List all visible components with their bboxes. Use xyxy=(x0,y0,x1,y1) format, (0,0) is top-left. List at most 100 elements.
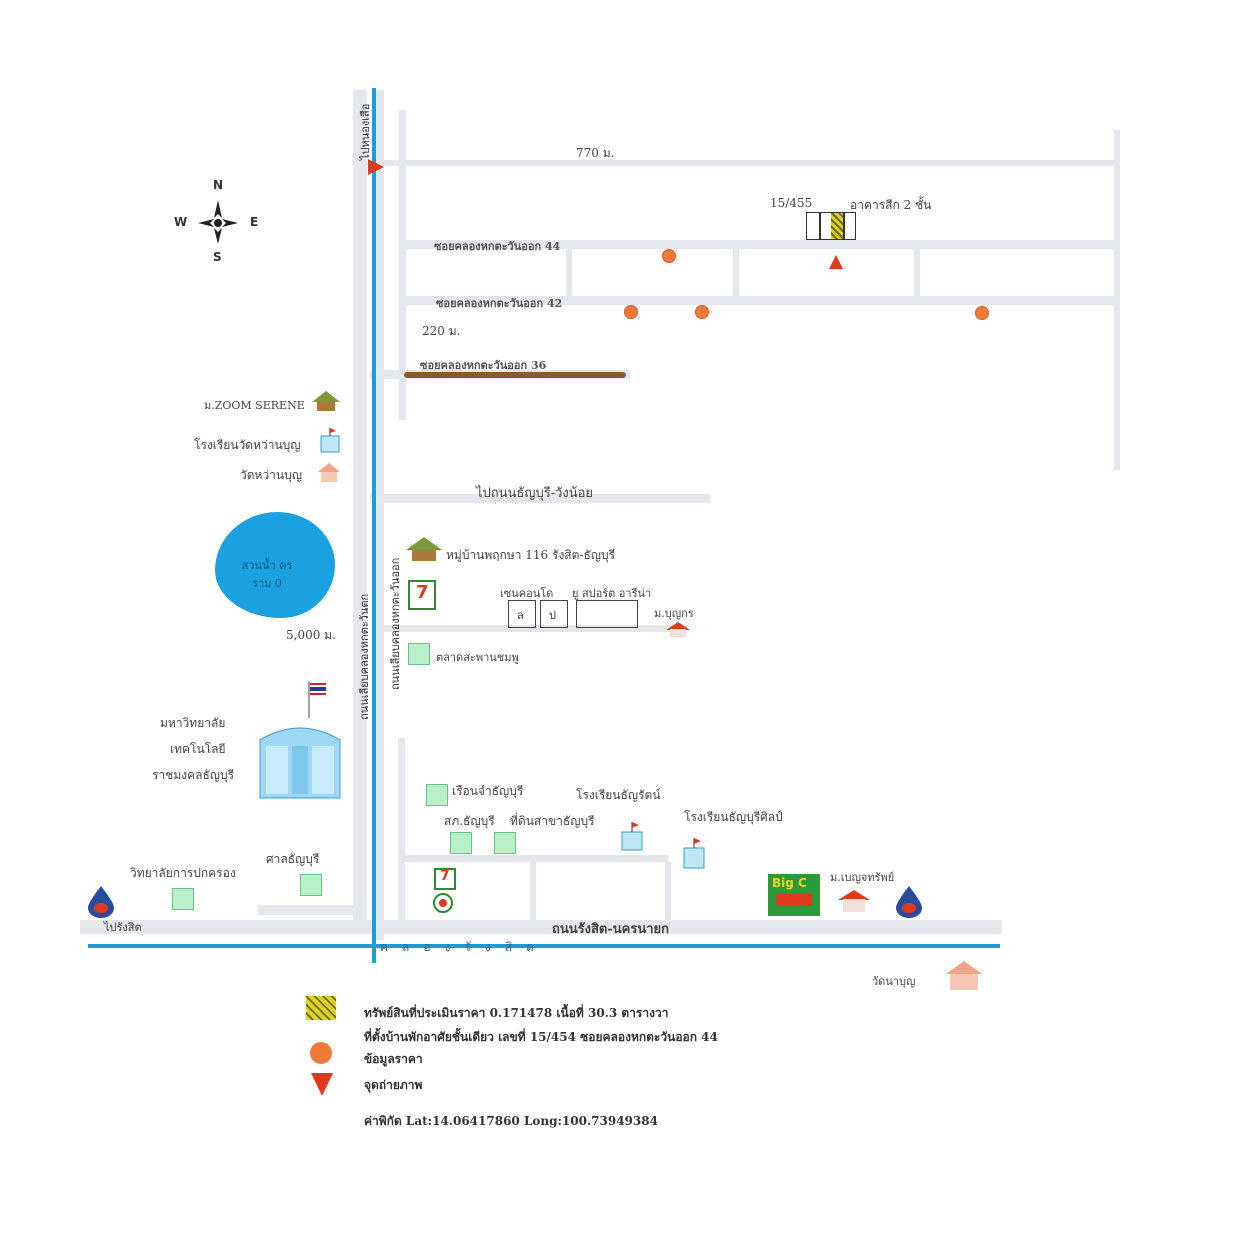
price-point-2 xyxy=(624,305,638,319)
distance-5000: 5,000 ม. xyxy=(286,628,336,642)
inner-road-3 xyxy=(530,862,536,922)
sport-arena-box xyxy=(576,600,638,628)
police-icon xyxy=(450,832,472,854)
thai-flag-icon xyxy=(308,682,326,718)
university-building-icon xyxy=(259,727,341,799)
to-thanyaburi-label: ไปถนนธัญบุรี-วังน้อย xyxy=(476,486,594,501)
compass-w: W xyxy=(174,215,188,229)
canal-road-west xyxy=(353,90,367,920)
school-thanyarat-icon xyxy=(621,822,643,851)
seven-eleven-label-south: 7 xyxy=(440,868,450,884)
wat-naboon-icon xyxy=(946,961,982,990)
bank-icon xyxy=(433,893,453,913)
court-label: ศาลธัญบุรี xyxy=(266,852,320,866)
soi-42-label: ซอยคลองหกตะวันออก 42 xyxy=(436,297,563,310)
compass-s: S xyxy=(213,250,222,264)
soi-link-2 xyxy=(733,249,739,296)
property-number: 15/455 xyxy=(770,196,813,210)
village-label: หมู่บ้านพฤกษา 116 รังสิต-ธัญบุรี xyxy=(446,548,616,562)
university-line-3: ราชมงคลธัญบุรี xyxy=(152,768,235,782)
seven-eleven-icon-south: 7 xyxy=(434,868,456,890)
market-icon xyxy=(408,643,430,665)
ptt-station-icon-east xyxy=(896,886,922,918)
compass-rose-icon xyxy=(198,200,238,244)
to-rangsit-label: ไปรังสิต xyxy=(104,921,142,934)
village-house-icon xyxy=(406,537,442,561)
khlong-hok-canal xyxy=(372,88,376,963)
inner-road-2 xyxy=(398,855,668,862)
photo-point-icon xyxy=(829,255,843,269)
school-thanyaburi-icon xyxy=(683,838,705,869)
bigc-label: Big C xyxy=(772,876,807,890)
khlong-rangsit-canal xyxy=(88,944,1000,948)
legend-line-3: ข้อมูลราคา xyxy=(364,1052,423,1066)
wat-label: วัดหว่านบุญ xyxy=(240,468,302,482)
wat-naboon-label: วัดนาบุญ xyxy=(872,975,916,988)
sk-label: สภ.ธัญบุรี xyxy=(444,814,495,828)
property-hatch-icon xyxy=(831,213,843,239)
benjasap-house-icon xyxy=(838,890,870,912)
compass-n: N xyxy=(213,178,224,192)
court-icon xyxy=(300,874,322,896)
cond-building-b: ป xyxy=(540,600,568,628)
soi-36-highlight xyxy=(404,372,626,378)
legend-price-dot-icon xyxy=(310,1042,332,1064)
thanyaburi-road xyxy=(370,494,710,503)
prison-icon xyxy=(426,784,448,806)
distance-770: 770 ม. xyxy=(576,146,615,160)
compass: N S W E xyxy=(170,178,266,268)
legend-hatch-icon xyxy=(306,996,336,1020)
cond-label: เซนคอนโด xyxy=(500,587,554,600)
distance-220: 220 ม. xyxy=(422,324,461,338)
seven-eleven-icon-north: 7 xyxy=(408,580,436,610)
prison-label: เรือนจำธัญบุรี xyxy=(452,784,524,798)
legend-line-2: ที่ตั้งบ้านพักอาศัยชั้นเดียว เลขที่ 15/4… xyxy=(364,1030,718,1044)
boonyakorn-label: ม.บุญกร xyxy=(654,607,694,620)
cond-building-a: ล xyxy=(508,600,536,628)
compass-e: E xyxy=(250,215,259,229)
canal-road-east xyxy=(376,90,384,940)
land-office-icon xyxy=(494,832,516,854)
university-line-2: เทคโนโลยี xyxy=(170,742,226,756)
east-vertical-road xyxy=(399,110,406,420)
lake xyxy=(215,512,335,618)
price-point-4 xyxy=(975,306,989,320)
connector-road xyxy=(258,905,358,915)
school-icon xyxy=(320,428,340,453)
market-label: ตลาดสะพานชมพู xyxy=(436,651,519,664)
soi-44-label: ซอยคลองหกตะวันออก 44 xyxy=(434,240,561,253)
to-nong-suea-label: ไปหนองเสือ xyxy=(359,103,372,160)
property-building-type: อาคารสีก 2 ชั้น xyxy=(850,198,932,212)
price-point-3 xyxy=(695,305,709,319)
benjasap-label: ม.เบญจทรัพย์ xyxy=(830,871,895,884)
soi-36-label: ซอยคลองหกตะวันออก 36 xyxy=(420,359,547,372)
flag-marker-icon xyxy=(368,159,384,175)
school-wat-label: โรงเรียนวัดหว่านบุญ xyxy=(194,438,301,452)
soi-42-road xyxy=(400,296,1120,305)
right-vertical-road xyxy=(1114,130,1120,470)
property-plot xyxy=(806,212,856,240)
inner-road-1 xyxy=(398,738,405,928)
school-thanyaburi-label: โรงเรียนธัญบุรีศิลป์ xyxy=(684,810,783,824)
inner-road-4 xyxy=(665,862,671,922)
ptt-station-icon-west xyxy=(88,886,114,918)
temple-icon xyxy=(318,463,340,482)
sport-label: ยู สปอร์ต อารีน่า xyxy=(572,587,652,600)
soi-link-1 xyxy=(566,249,572,296)
land-office-label: ที่ดินสาขาธัญบุรี xyxy=(510,814,595,828)
rangsit-nakhonnayok-road xyxy=(80,920,1002,934)
university-line-1: มหาวิทยาลัย xyxy=(160,716,226,730)
college-label: วิทยาลัยการปกครอง xyxy=(130,866,236,880)
price-point-1 xyxy=(662,249,676,263)
seven-eleven-label-north: 7 xyxy=(416,582,429,603)
school-thanyarat-label: โรงเรียนธัญรัตน์ xyxy=(576,788,661,802)
main-road-label: ถนนรังสิต-นครนายก xyxy=(552,922,669,937)
legend-photo-marker-icon xyxy=(311,1073,333,1096)
college-icon xyxy=(172,888,194,910)
lake-label: สวนน้ำ ครราม 0 xyxy=(241,559,293,590)
soi-44-road xyxy=(400,240,1120,249)
house-icon xyxy=(312,391,340,411)
canal-road-west-label: ถนนเลียบคลองหกตะวันตก xyxy=(358,593,371,720)
top-road xyxy=(384,160,1120,166)
canal-road-east-label: ถนนเลียบคลองหกตะวันออก xyxy=(389,557,402,690)
